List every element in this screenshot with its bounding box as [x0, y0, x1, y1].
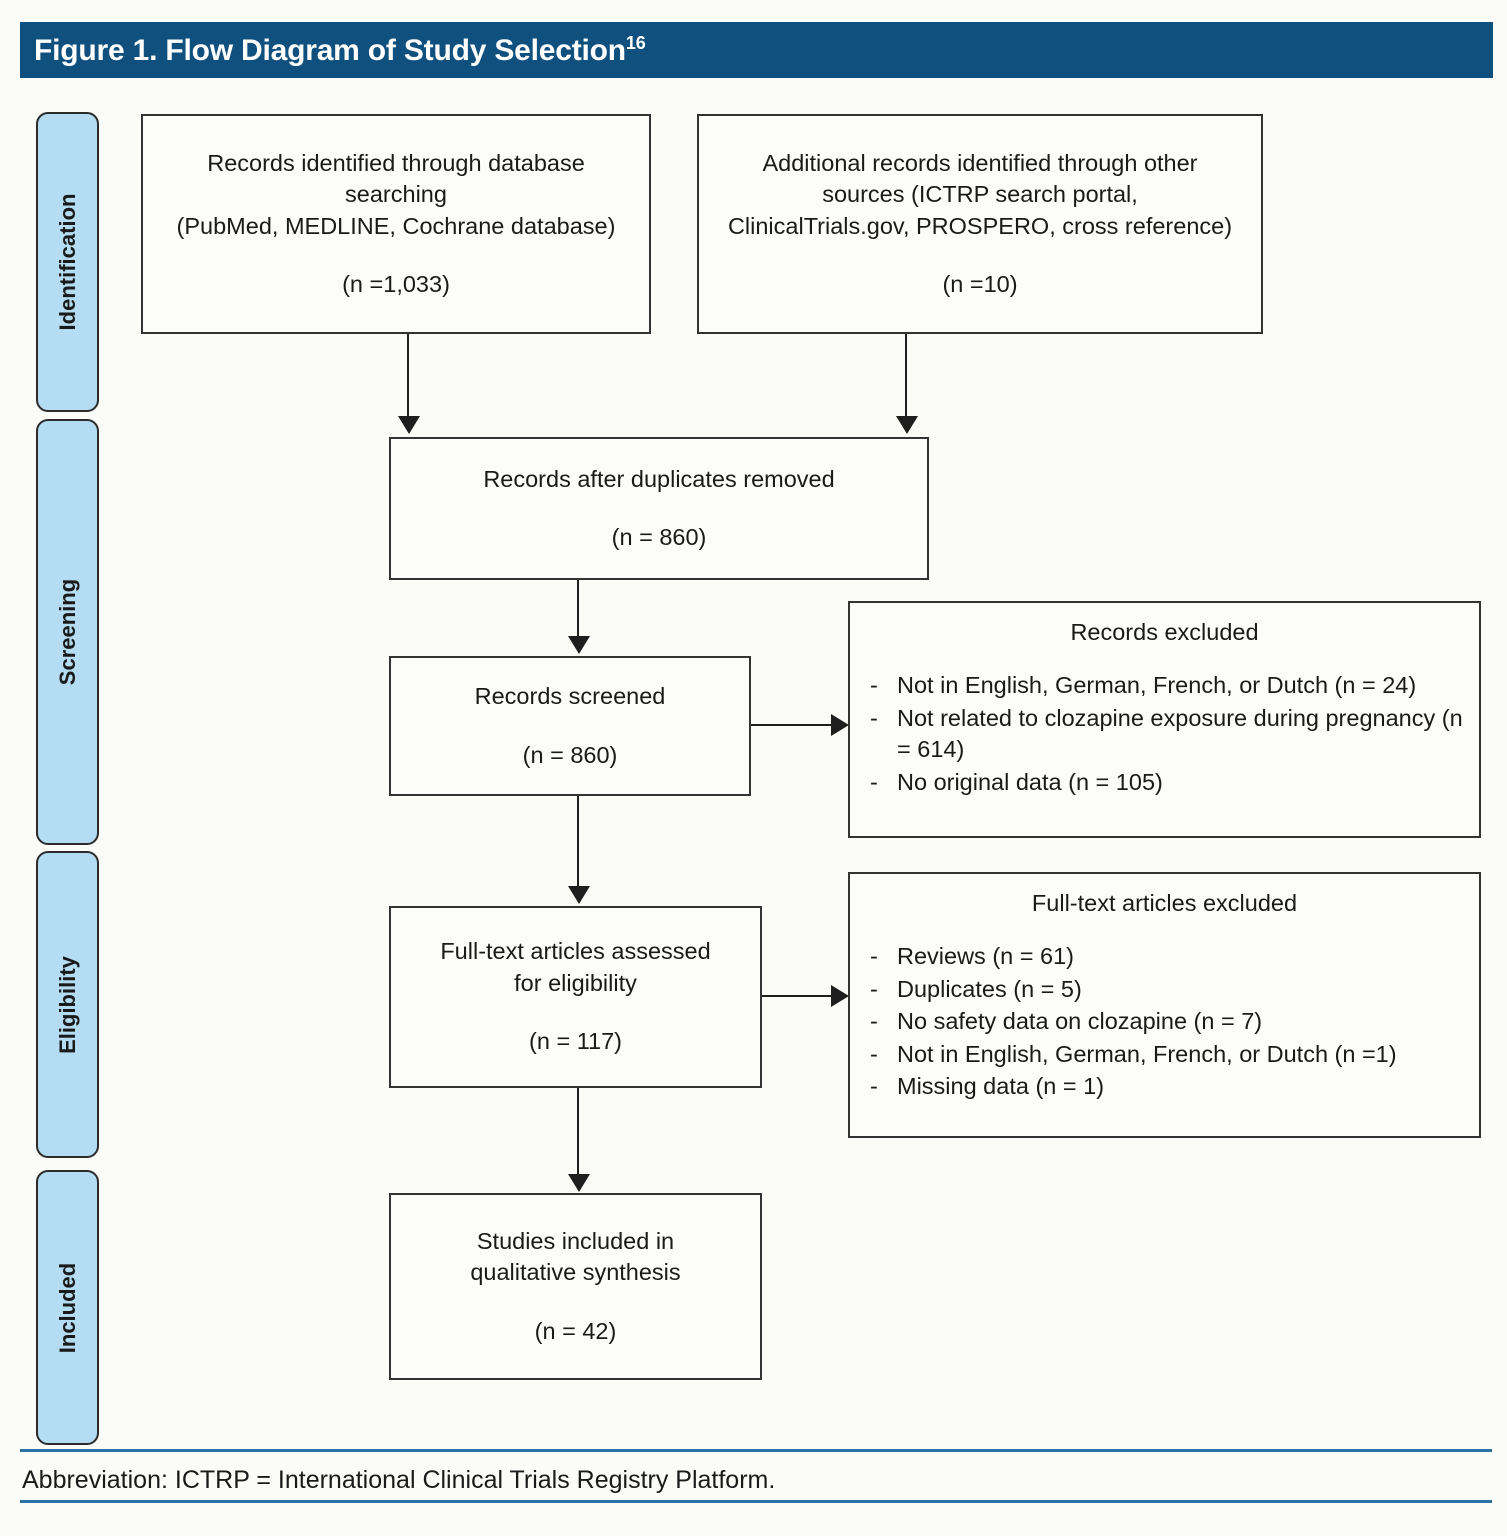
stage-label-included: Included	[54, 1262, 80, 1353]
connector-duplicates-arrow	[568, 636, 590, 654]
list-item-text: Reviews (n = 61)	[897, 943, 1074, 970]
connector-database-search-arrow	[398, 416, 420, 434]
box-other-sources-line2: sources (ICTRP search portal,	[822, 181, 1138, 208]
connector-fulltext-excluded-horizontal	[762, 995, 833, 998]
connector-other-sources-vertical	[905, 334, 908, 418]
stage-pill-eligibility: Eligibility	[36, 851, 99, 1158]
box-duplicates-removed-count: (n = 860)	[611, 524, 707, 550]
list-dash: -	[870, 1008, 878, 1035]
list-item: -Not related to clozapine exposure durin…	[866, 703, 1463, 766]
connector-fulltext-arrow	[568, 1174, 590, 1192]
list-item-text: No original data (n = 105)	[897, 768, 1163, 795]
list-dash: -	[870, 768, 878, 795]
list-item-text: Not in English, German, French, or Dutch…	[897, 672, 1417, 699]
list-item: -Duplicates (n = 5)	[866, 974, 1463, 1005]
box-database-search-line1: Records identified through database	[207, 149, 585, 176]
box-studies-included: Studies included in qualitative synthesi…	[389, 1193, 762, 1380]
box-records-screened-line1: Records screened	[474, 683, 666, 710]
list-item: -Not in English, German, French, or Dutc…	[866, 1039, 1463, 1070]
connector-database-search-vertical	[407, 334, 410, 418]
connector-fulltext-vertical	[577, 1088, 580, 1176]
list-item-text: Duplicates (n = 5)	[897, 975, 1082, 1002]
list-item-text: Not in English, German, French, or Dutch…	[897, 1040, 1397, 1067]
box-other-sources-line1: Additional records identified through ot…	[762, 149, 1198, 176]
footer-rule-bottom	[20, 1500, 1492, 1503]
stage-pill-identification: Identification	[36, 112, 99, 412]
box-fulltext-excluded-heading: Full-text articles excluded	[1031, 890, 1298, 916]
list-item-text: Missing data (n = 1)	[897, 1073, 1105, 1100]
box-database-search-line3: (PubMed, MEDLINE, Cochrane database)	[176, 212, 616, 239]
connector-duplicates-vertical	[577, 580, 580, 638]
box-fulltext-excluded: Full-text articles excluded -Reviews (n …	[848, 872, 1481, 1138]
box-records-screened: Records screened (n = 860)	[389, 656, 751, 796]
footer-rule-top	[20, 1449, 1492, 1452]
box-other-sources: Additional records identified through ot…	[697, 114, 1263, 334]
figure-title-bar: Figure 1. Flow Diagram of Study Selectio…	[20, 22, 1493, 78]
box-studies-included-count: (n = 42)	[534, 1317, 617, 1344]
list-item: -Not in English, German, French, or Dutc…	[866, 670, 1463, 701]
box-fulltext-assessed-count: (n = 117)	[529, 1028, 622, 1055]
box-duplicates-removed: Records after duplicates removed (n = 86…	[389, 437, 929, 580]
connector-other-sources-arrow	[896, 416, 918, 434]
list-item-text: Not related to clozapine exposure during…	[897, 704, 1463, 763]
connector-records-excluded-horizontal	[751, 724, 833, 727]
footer-abbreviation-note: Abbreviation: ICTRP = International Clin…	[22, 1466, 776, 1494]
box-records-screened-count: (n = 860)	[522, 741, 618, 768]
figure-title-superscript: 16	[625, 32, 646, 53]
box-database-search: Records identified through database sear…	[141, 114, 651, 334]
stage-label-eligibility: Eligibility	[54, 955, 80, 1054]
stage-pill-included: Included	[36, 1170, 99, 1445]
records-excluded-list: -Not in English, German, French, or Dutc…	[866, 670, 1463, 798]
box-duplicates-removed-line1: Records after duplicates removed	[483, 465, 835, 492]
box-other-sources-line3: ClinicalTrials.gov, PROSPERO, cross refe…	[727, 212, 1233, 239]
list-dash: -	[870, 975, 878, 1002]
connector-screened-vertical	[577, 796, 580, 888]
stage-pill-screening: Screening	[36, 419, 99, 845]
box-studies-included-line1: Studies included in	[476, 1227, 675, 1254]
list-item: -Reviews (n = 61)	[866, 941, 1463, 972]
list-dash: -	[870, 672, 878, 699]
connector-screened-arrow	[568, 886, 590, 904]
box-fulltext-assessed: Full-text articles assessed for eligibil…	[389, 906, 762, 1088]
figure-title-text: Figure 1. Flow Diagram of Study Selectio…	[34, 33, 626, 67]
list-item-text: No safety data on clozapine (n = 7)	[897, 1008, 1263, 1035]
box-database-search-count: (n =1,033)	[342, 270, 450, 297]
box-records-excluded: Records excluded -Not in English, German…	[848, 601, 1481, 838]
connector-fulltext-excluded-arrow	[831, 985, 849, 1007]
list-dash: -	[870, 1073, 878, 1100]
stage-label-identification: Identification	[54, 193, 80, 331]
box-fulltext-assessed-line1: Full-text articles assessed	[440, 938, 711, 965]
box-other-sources-count: (n =10)	[942, 270, 1018, 297]
stage-label-screening: Screening	[54, 578, 80, 686]
fulltext-excluded-list: -Reviews (n = 61) -Duplicates (n = 5) -N…	[866, 941, 1463, 1102]
list-item: -No safety data on clozapine (n = 7)	[866, 1006, 1463, 1037]
list-dash: -	[870, 1040, 878, 1067]
connector-records-excluded-arrow	[831, 714, 849, 736]
box-studies-included-line2: qualitative synthesis	[470, 1259, 681, 1286]
box-fulltext-assessed-line2: for eligibility	[514, 969, 637, 996]
list-item: -Missing data (n = 1)	[866, 1071, 1463, 1102]
box-records-excluded-heading: Records excluded	[1070, 619, 1259, 645]
list-item: -No original data (n = 105)	[866, 767, 1463, 798]
list-dash: -	[870, 943, 878, 970]
list-dash: -	[870, 704, 878, 731]
figure-title: Figure 1. Flow Diagram of Study Selectio…	[34, 33, 646, 68]
box-database-search-line2: searching	[345, 181, 447, 208]
